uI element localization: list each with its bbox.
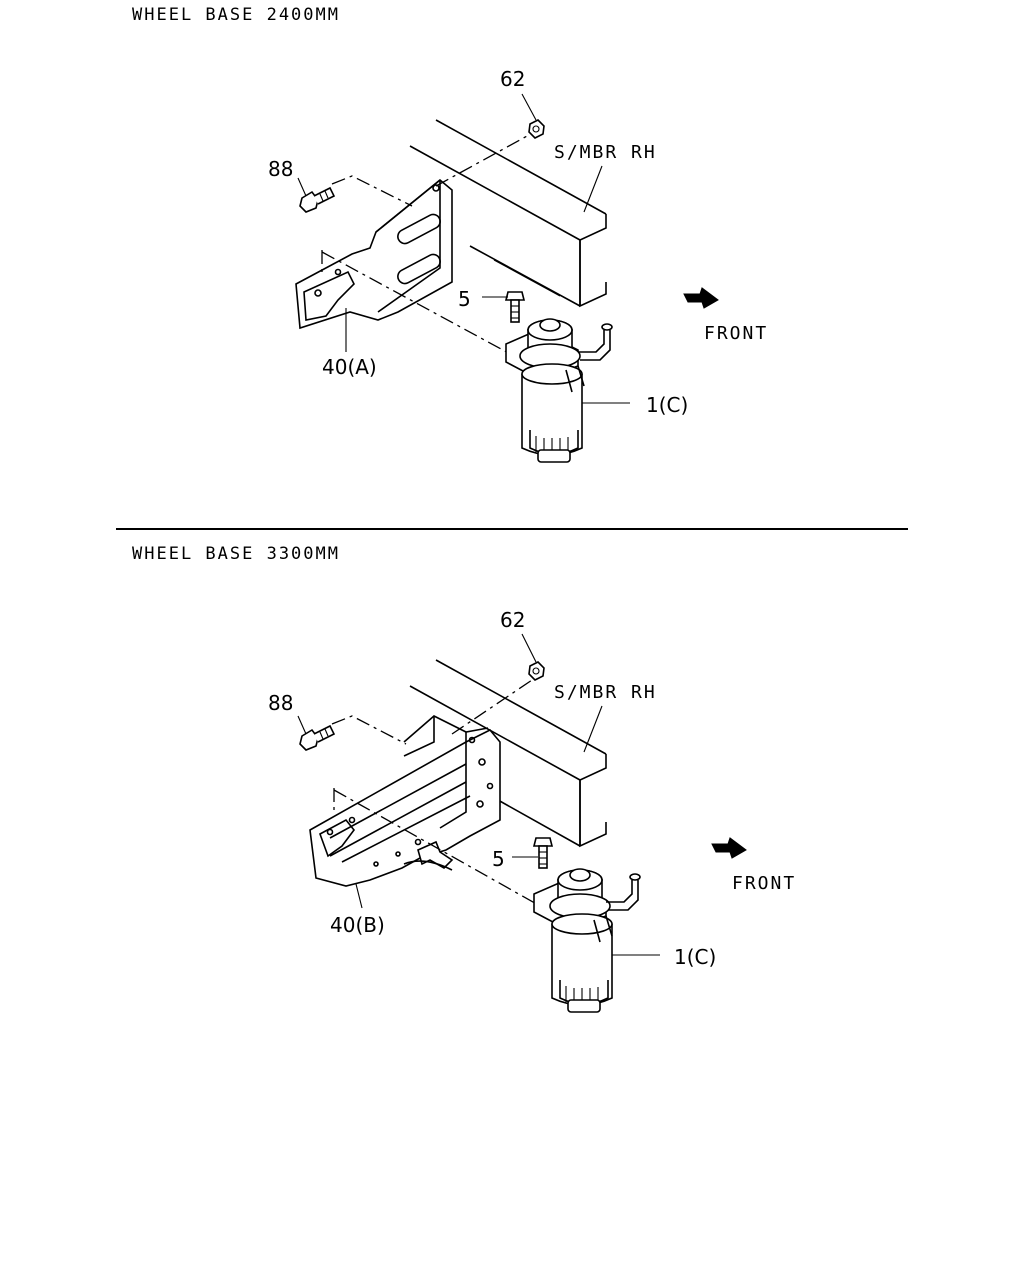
callout-5: 5 xyxy=(458,287,471,311)
callout-40b: 40(B) xyxy=(330,913,385,937)
callout-1c: 1(C) xyxy=(674,945,716,969)
callout-front: FRONT xyxy=(704,323,768,344)
callout-front: FRONT xyxy=(732,873,796,894)
nut-62 xyxy=(528,119,545,139)
callout-side-member: S/MBR RH xyxy=(554,682,657,703)
side-member-rail xyxy=(409,659,607,848)
bolt-88 xyxy=(299,186,336,213)
front-direction-arrow xyxy=(683,287,719,309)
callout-1c: 1(C) xyxy=(646,393,688,417)
bolt-5 xyxy=(504,291,526,323)
front-direction-arrow xyxy=(711,837,747,859)
callout-62: 62 xyxy=(500,67,525,91)
callout-88: 88 xyxy=(268,157,293,181)
section-header-wheelbase-3300: WHEEL BASE 3300MM xyxy=(132,544,340,564)
nut-62 xyxy=(528,661,545,681)
callout-88: 88 xyxy=(268,691,293,715)
section-divider xyxy=(116,528,908,530)
callout-5: 5 xyxy=(492,847,505,871)
section-header-wheelbase-2400: WHEEL BASE 2400MM xyxy=(132,5,340,25)
bolt-5 xyxy=(532,837,554,869)
bolt-88 xyxy=(299,724,336,751)
fuel-filter-1c xyxy=(533,868,641,1013)
callout-side-member: S/MBR RH xyxy=(554,142,657,163)
diagram-wheelbase-2400: 62 S/MBR RH 88 5 FRONT 40(A) 1(C) xyxy=(268,67,768,463)
diagram-wheelbase-3300: 62 S/MBR RH 88 5 FRONT 40(B) 1(C) xyxy=(268,608,796,1013)
fuel-filter-1c xyxy=(505,318,613,463)
side-member-rail xyxy=(409,119,607,308)
bracket-40a xyxy=(295,178,453,330)
callout-62: 62 xyxy=(500,608,525,632)
callout-40a: 40(A) xyxy=(322,355,377,379)
bracket-40b xyxy=(309,715,501,887)
